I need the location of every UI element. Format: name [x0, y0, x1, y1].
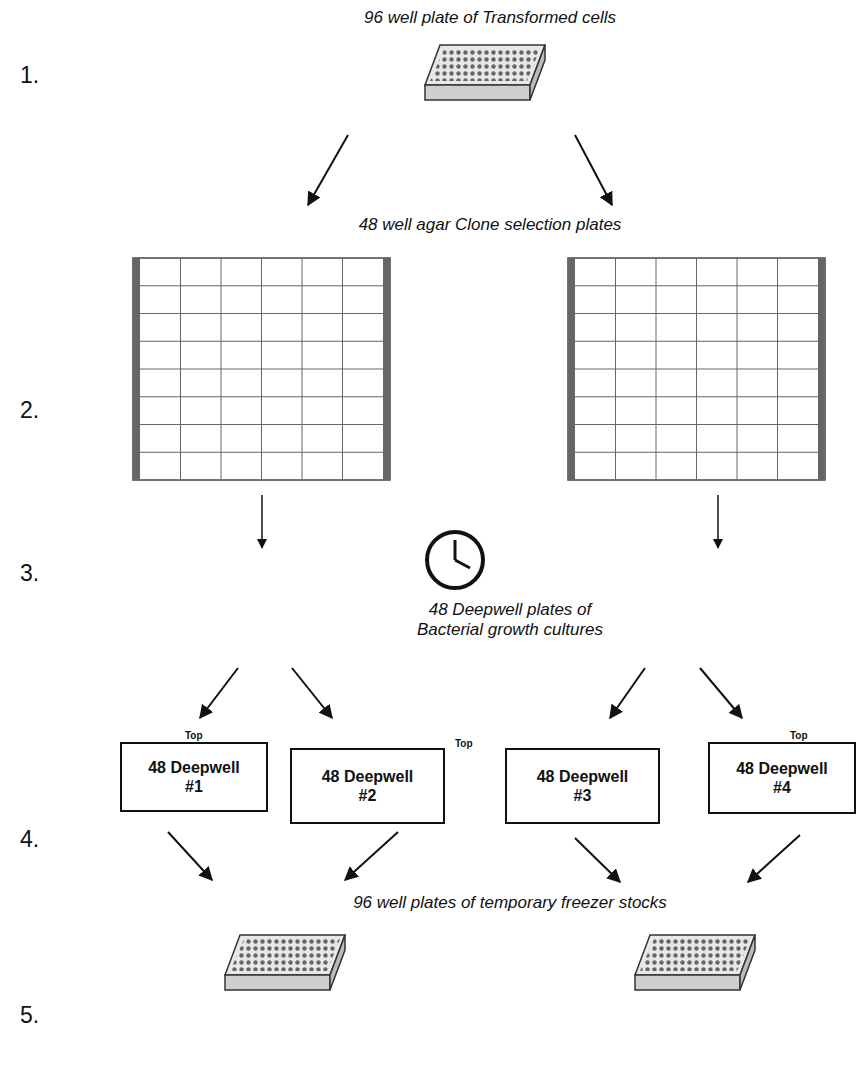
caption: 96 well plate of Transformed cells [364, 8, 616, 28]
step-number: 1. [20, 62, 39, 89]
arrow [345, 832, 398, 880]
well-plate [635, 935, 755, 990]
orientation-label: Top [185, 730, 203, 741]
step-number: 3. [20, 560, 39, 587]
arrow [748, 835, 800, 882]
orientation-label: Top [790, 730, 808, 741]
box-label: 48 Deepwell #1 [139, 758, 249, 796]
arrow [575, 838, 620, 882]
process-box: 48 Deepwell #1 [120, 742, 268, 812]
arrow [200, 668, 238, 718]
caption: 96 well plates of temporary freezer stoc… [353, 893, 667, 913]
caption: 48 well agar Clone selection plates [359, 215, 622, 235]
step-number: 2. [20, 397, 39, 424]
box-label: 48 Deepwell #4 [727, 759, 837, 797]
process-box: 48 Deepwell #4 [708, 742, 856, 814]
caption: 48 Deepwell plates of Bacterial growth c… [400, 600, 620, 640]
clock-icon [427, 532, 483, 588]
arrow [610, 668, 645, 718]
arrow [717, 495, 719, 548]
arrow [700, 668, 742, 718]
arrow [168, 832, 212, 880]
step-number: 5. [20, 1002, 39, 1029]
step-number: 4. [20, 826, 39, 853]
box-label: 48 Deepwell #3 [528, 767, 638, 805]
arrow [261, 495, 263, 548]
well-plate [225, 935, 345, 990]
orientation-label: Top [455, 738, 473, 749]
arrow [575, 135, 612, 205]
agar-plate [133, 258, 825, 480]
box-label: 48 Deepwell #2 [313, 767, 423, 805]
process-box: 48 Deepwell #3 [505, 748, 660, 824]
arrow [308, 135, 348, 205]
process-box: 48 Deepwell #2 [290, 748, 445, 824]
well-plate [425, 45, 545, 100]
arrow [292, 668, 332, 718]
